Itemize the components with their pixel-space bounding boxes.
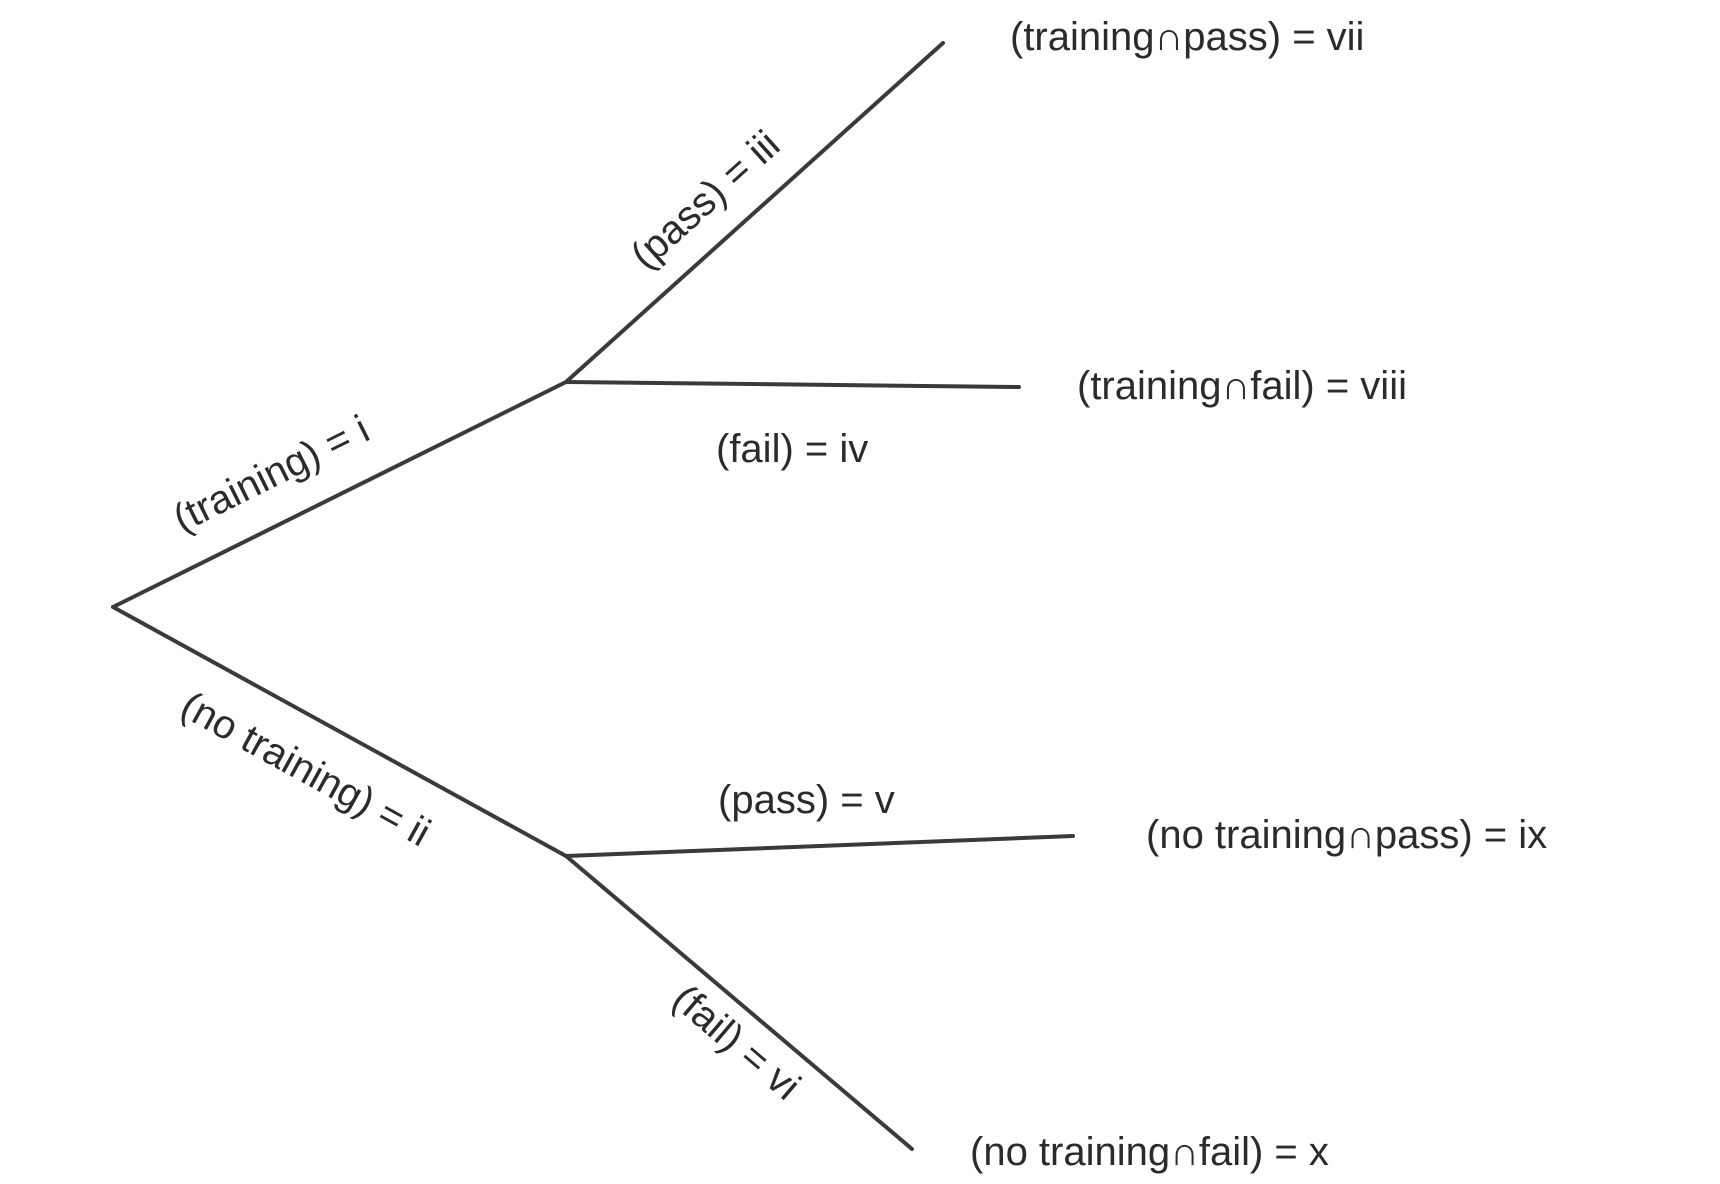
outcome-no-training-pass: (no training∩pass) = ix (1146, 813, 1547, 857)
branch-no-training-pass-line (564, 834, 1075, 858)
branch-no-training-fail-line (564, 854, 914, 1151)
label-no-training: (no training) = ii (174, 683, 438, 855)
label-no-training-pass: (pass) = v (718, 778, 895, 822)
label-training-fail: (fail) = iv (716, 427, 868, 471)
branch-training-line (111, 380, 568, 609)
outcome-training-pass: (training∩pass) = vii (1010, 15, 1364, 59)
outcome-training-fail: (training∩fail) = viii (1077, 364, 1407, 408)
label-training: (training) = i (166, 407, 376, 541)
branch-no-training-line (111, 605, 568, 858)
outcome-no-training-fail: (no training∩fail) = x (970, 1130, 1329, 1174)
branch-training-pass-line (564, 41, 945, 384)
branch-training-fail-line (564, 380, 1021, 389)
